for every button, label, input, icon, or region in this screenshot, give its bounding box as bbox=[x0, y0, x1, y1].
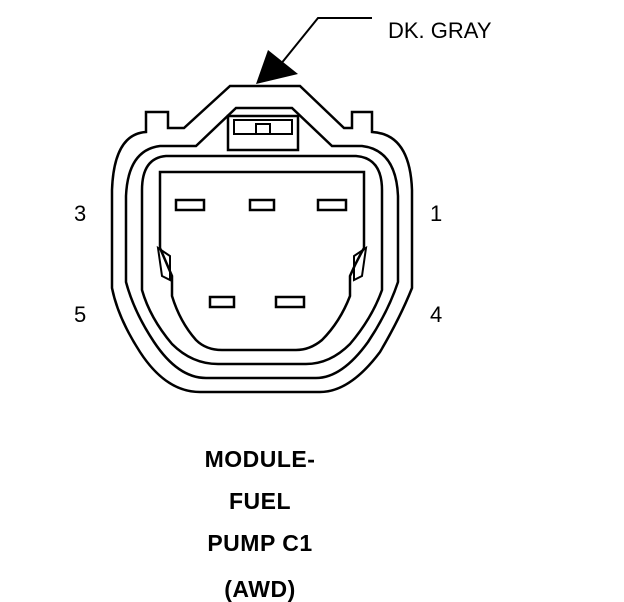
terminal-cavity-face bbox=[158, 170, 366, 352]
wire-color-label: DK. GRAY bbox=[388, 18, 492, 43]
pin-label-5: 5 bbox=[74, 302, 87, 327]
terminal-slot-4 bbox=[274, 295, 306, 309]
connector-title-line-1: MODULE- bbox=[204, 446, 316, 472]
connector-title-line-3: PUMP C1 bbox=[207, 530, 313, 556]
leader-arrowhead bbox=[256, 50, 298, 84]
connector-title-line-4: (AWD) bbox=[224, 576, 296, 602]
locking-latch bbox=[226, 114, 300, 152]
terminal-slot-3 bbox=[174, 198, 206, 212]
terminal-slot-5 bbox=[208, 295, 236, 309]
terminal-slot-2 bbox=[248, 198, 276, 212]
key-notch-left bbox=[156, 245, 171, 282]
terminal-slot-1 bbox=[316, 198, 348, 212]
pin-label-3: 3 bbox=[74, 201, 87, 226]
connector-inner-shroud bbox=[140, 154, 384, 366]
pin-label-1: 1 bbox=[430, 201, 443, 226]
wire-leader bbox=[256, 17, 372, 84]
key-notch-right bbox=[353, 245, 368, 282]
connector-title-line-2: FUEL bbox=[228, 488, 292, 514]
connector-housing-rim bbox=[124, 106, 400, 380]
pin-label-4: 4 bbox=[430, 302, 443, 327]
connector-housing-outer bbox=[110, 84, 414, 394]
